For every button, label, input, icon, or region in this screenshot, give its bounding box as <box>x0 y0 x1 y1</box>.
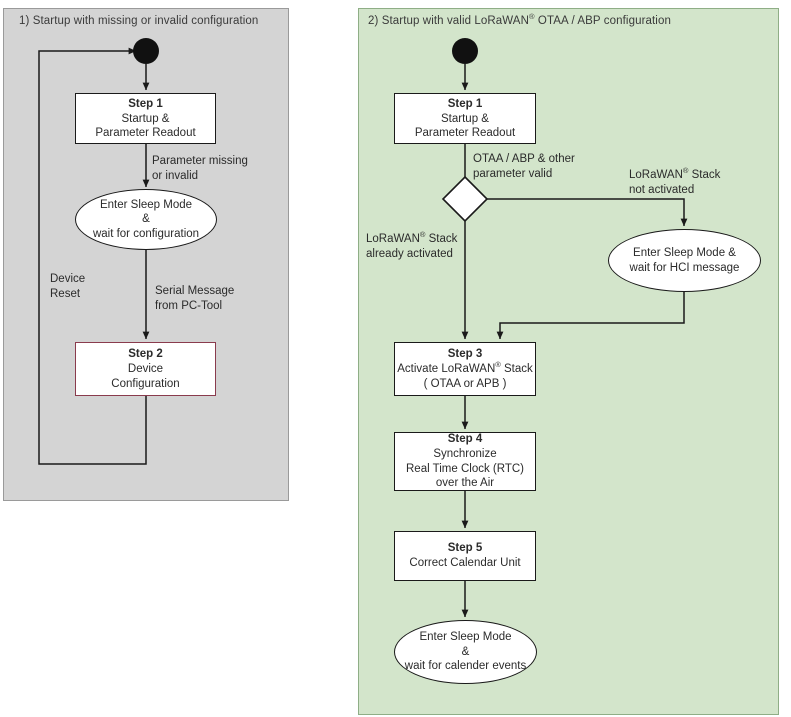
node-step1-left-line1: Startup & <box>121 112 170 125</box>
label-stack-already-activated-prefix: LoRaWAN <box>366 233 420 245</box>
registered-mark-icon: ® <box>419 230 426 240</box>
node-step4-line2: Real Time Clock (RTC) <box>406 462 524 475</box>
label-stack-not-activated-prefix: LoRaWAN <box>629 169 683 181</box>
panel-left-title: 1) Startup with missing or invalid confi… <box>19 15 259 27</box>
node-step4-title: Step 4 <box>447 433 483 446</box>
node-sleep-hci: Enter Sleep Mode & wait for HCI message <box>608 229 761 292</box>
node-step3-line1-prefix: Activate LoRaWAN <box>397 363 496 375</box>
label-serial-message: Serial Message from PC-Tool <box>155 284 234 313</box>
panel-right-title: 2) Startup with valid LoRaWAN® OTAA / AB… <box>368 12 671 27</box>
node-step1-left-line2: Parameter Readout <box>95 127 196 139</box>
label-stack-not-activated-suffix: Stack <box>688 169 721 181</box>
node-step5-title: Step 5 <box>447 542 483 555</box>
node-step1-right: Step 1 Startup & Parameter Readout <box>394 93 536 144</box>
label-device-reset-line2: Reset <box>50 287 81 300</box>
label-device-reset-line1: Device <box>50 273 86 285</box>
node-step1-right-line1: Startup & <box>441 112 489 125</box>
node-sleep-calendar-line3: wait for calender events <box>404 660 527 673</box>
label-otaa-abp-valid-line2: parameter valid <box>473 167 553 180</box>
node-step1-right-line2: Parameter Readout <box>414 127 516 139</box>
node-step2-device-configuration: Step 2 Device Configuration <box>75 342 216 396</box>
label-device-reset: Device Reset <box>50 272 85 301</box>
node-sleep-config-line2: & <box>142 213 150 226</box>
label-stack-already-activated: LoRaWAN® Stack already activated <box>366 230 458 261</box>
label-stack-already-activated-line1: LoRaWAN® Stack <box>366 230 458 247</box>
label-serial-message-line2: from PC-Tool <box>155 299 223 312</box>
node-sleep-config: Enter Sleep Mode & wait for configuratio… <box>75 189 217 250</box>
panel-right-title-prefix: 2) Startup with valid LoRaWAN <box>368 15 529 27</box>
registered-mark-icon: ® <box>682 166 689 176</box>
node-step2-line2: Configuration <box>111 377 180 390</box>
label-stack-not-activated: LoRaWAN® Stack not activated <box>629 166 721 197</box>
node-step3-title: Step 3 <box>447 348 483 360</box>
label-stack-not-activated-line1: LoRaWAN® Stack <box>629 166 721 183</box>
registered-mark-icon: ® <box>495 360 501 370</box>
node-step2-title: Step 2 <box>128 348 163 360</box>
label-otaa-abp-valid-line1: OTAA / ABP & other <box>473 153 575 165</box>
node-step1-right-title: Step 1 <box>447 97 483 110</box>
label-stack-not-activated-line2: not activated <box>629 183 695 196</box>
node-step4-line3: over the Air <box>435 477 495 490</box>
node-sleep-hci-line2: wait for HCI message <box>629 261 740 274</box>
node-step3-line2: ( OTAA or APB ) <box>423 377 507 390</box>
node-step3-line1: Activate LoRaWAN® Stack <box>397 360 533 377</box>
node-step3-line1-suffix: Stack <box>500 363 533 375</box>
node-sleep-calendar-line1: Enter Sleep Mode <box>419 631 512 644</box>
label-parameter-invalid-line1: Parameter missing <box>152 155 248 167</box>
node-step1-left: Step 1 Startup & Parameter Readout <box>75 93 216 144</box>
node-step5-line1: Correct Calendar Unit <box>409 557 521 570</box>
node-step4-sync-rtc: Step 4 Synchronize Real Time Clock (RTC)… <box>394 432 536 491</box>
label-parameter-invalid-line2: or invalid <box>152 169 199 182</box>
node-step4-line1: Synchronize <box>433 448 497 461</box>
label-serial-message-line1: Serial Message <box>155 285 235 297</box>
label-parameter-invalid: Parameter missing or invalid <box>152 154 248 183</box>
panel-right-title-suffix: OTAA / ABP configuration <box>534 15 671 27</box>
node-step5-correct-calendar-unit: Step 5 Correct Calendar Unit <box>394 531 536 581</box>
node-sleep-calendar-line2: & <box>461 645 470 658</box>
label-stack-already-activated-suffix: Stack <box>425 233 458 245</box>
label-stack-already-activated-line2: already activated <box>366 247 453 260</box>
label-otaa-abp-valid: OTAA / ABP & other parameter valid <box>473 152 575 181</box>
node-sleep-calendar-events: Enter Sleep Mode & wait for calender eve… <box>394 620 537 684</box>
panel-startup-invalid-config <box>3 8 289 501</box>
node-sleep-config-line3: wait for configuration <box>92 227 200 240</box>
node-step1-left-title: Step 1 <box>128 97 163 110</box>
node-step2-line1: Device <box>127 363 164 375</box>
node-step3-activate-stack: Step 3 Activate LoRaWAN® Stack ( OTAA or… <box>394 342 536 396</box>
registered-mark-icon: ® <box>528 12 535 22</box>
node-sleep-config-line1: Enter Sleep Mode <box>99 198 193 211</box>
node-sleep-hci-line1: Enter Sleep Mode & <box>633 247 736 259</box>
